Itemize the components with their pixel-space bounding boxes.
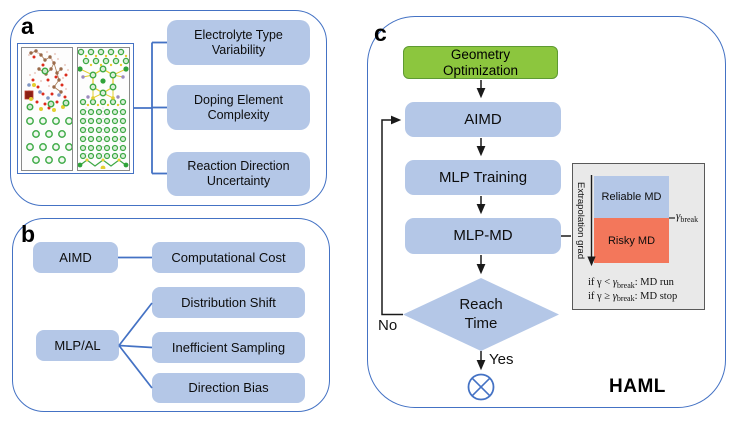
- branch-no-label: No: [378, 317, 398, 334]
- md-rules-text: if γ < γbreak: MD run if γ ≥ γbreak: MD …: [588, 276, 704, 303]
- step-aimd: AIMD: [405, 102, 561, 137]
- panel-b-label: b: [21, 221, 36, 247]
- step-mlp-training: MLP Training: [405, 160, 561, 195]
- issue-computational-cost: Computational Cost: [152, 242, 305, 273]
- step-mlp-md: MLP-MD: [405, 218, 561, 254]
- issue-direction-bias: Direction Bias: [152, 373, 305, 403]
- step-geometry-optimization: Geometry Optimization: [403, 46, 558, 79]
- rule-md-run: if γ < γbreak: MD run: [588, 277, 674, 290]
- molecular-structure-electrolyte: [21, 47, 73, 171]
- molecular-images-frame: [17, 43, 134, 174]
- method-name-haml: HAML: [609, 376, 666, 397]
- gamma-symbol: γ: [676, 210, 681, 222]
- electrolyte-molecule-art: [24, 49, 73, 164]
- challenge-reaction-uncertainty: Reaction Direction Uncertainty: [167, 152, 310, 196]
- reliable-md-zone: Reliable MD: [594, 176, 669, 218]
- branch-yes-label: Yes: [489, 351, 514, 368]
- method-mlp-al-box: MLP/AL: [36, 330, 119, 361]
- issue-inefficient-sampling: Inefficient Sampling: [152, 332, 305, 363]
- panel-a-label: a: [21, 13, 34, 39]
- decision-reach-time-label: Reach Time: [459, 296, 503, 332]
- lattice-structure-art: [77, 48, 130, 171]
- issue-distribution-shift: Distribution Shift: [152, 287, 305, 318]
- risky-md-zone: Risky MD: [594, 218, 669, 263]
- panel-c-label: c: [374, 20, 387, 46]
- challenge-electrolyte-variability: Electrolyte Type Variability: [167, 20, 310, 65]
- molecular-structure-lattice: [77, 47, 130, 171]
- extrapolation-criterion-inset: Reliable MD Risky MD Extrapolation grad …: [572, 163, 705, 310]
- gamma-break-label: γbreak: [676, 210, 699, 224]
- method-aimd-box: AIMD: [33, 242, 118, 273]
- risky-md-label: Risky MD: [607, 234, 656, 247]
- extrapolation-grad-axis-label: Extrapolation grad: [575, 182, 586, 260]
- reliable-md-label: Reliable MD: [601, 191, 662, 203]
- gamma-subscript: break: [680, 214, 699, 224]
- challenge-doping-complexity: Doping Element Complexity: [167, 85, 310, 130]
- rule-md-stop: if γ ≥ γbreak: MD stop: [588, 290, 678, 304]
